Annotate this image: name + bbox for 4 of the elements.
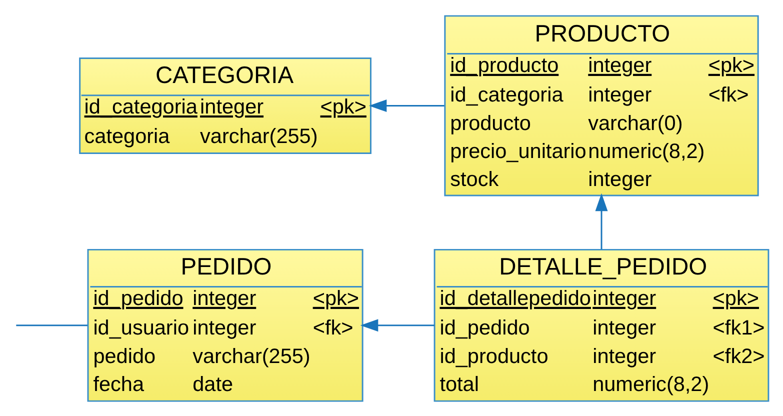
arrow <box>360 318 434 332</box>
arrow <box>368 98 444 112</box>
connector <box>16 324 88 326</box>
arrow <box>595 192 608 249</box>
